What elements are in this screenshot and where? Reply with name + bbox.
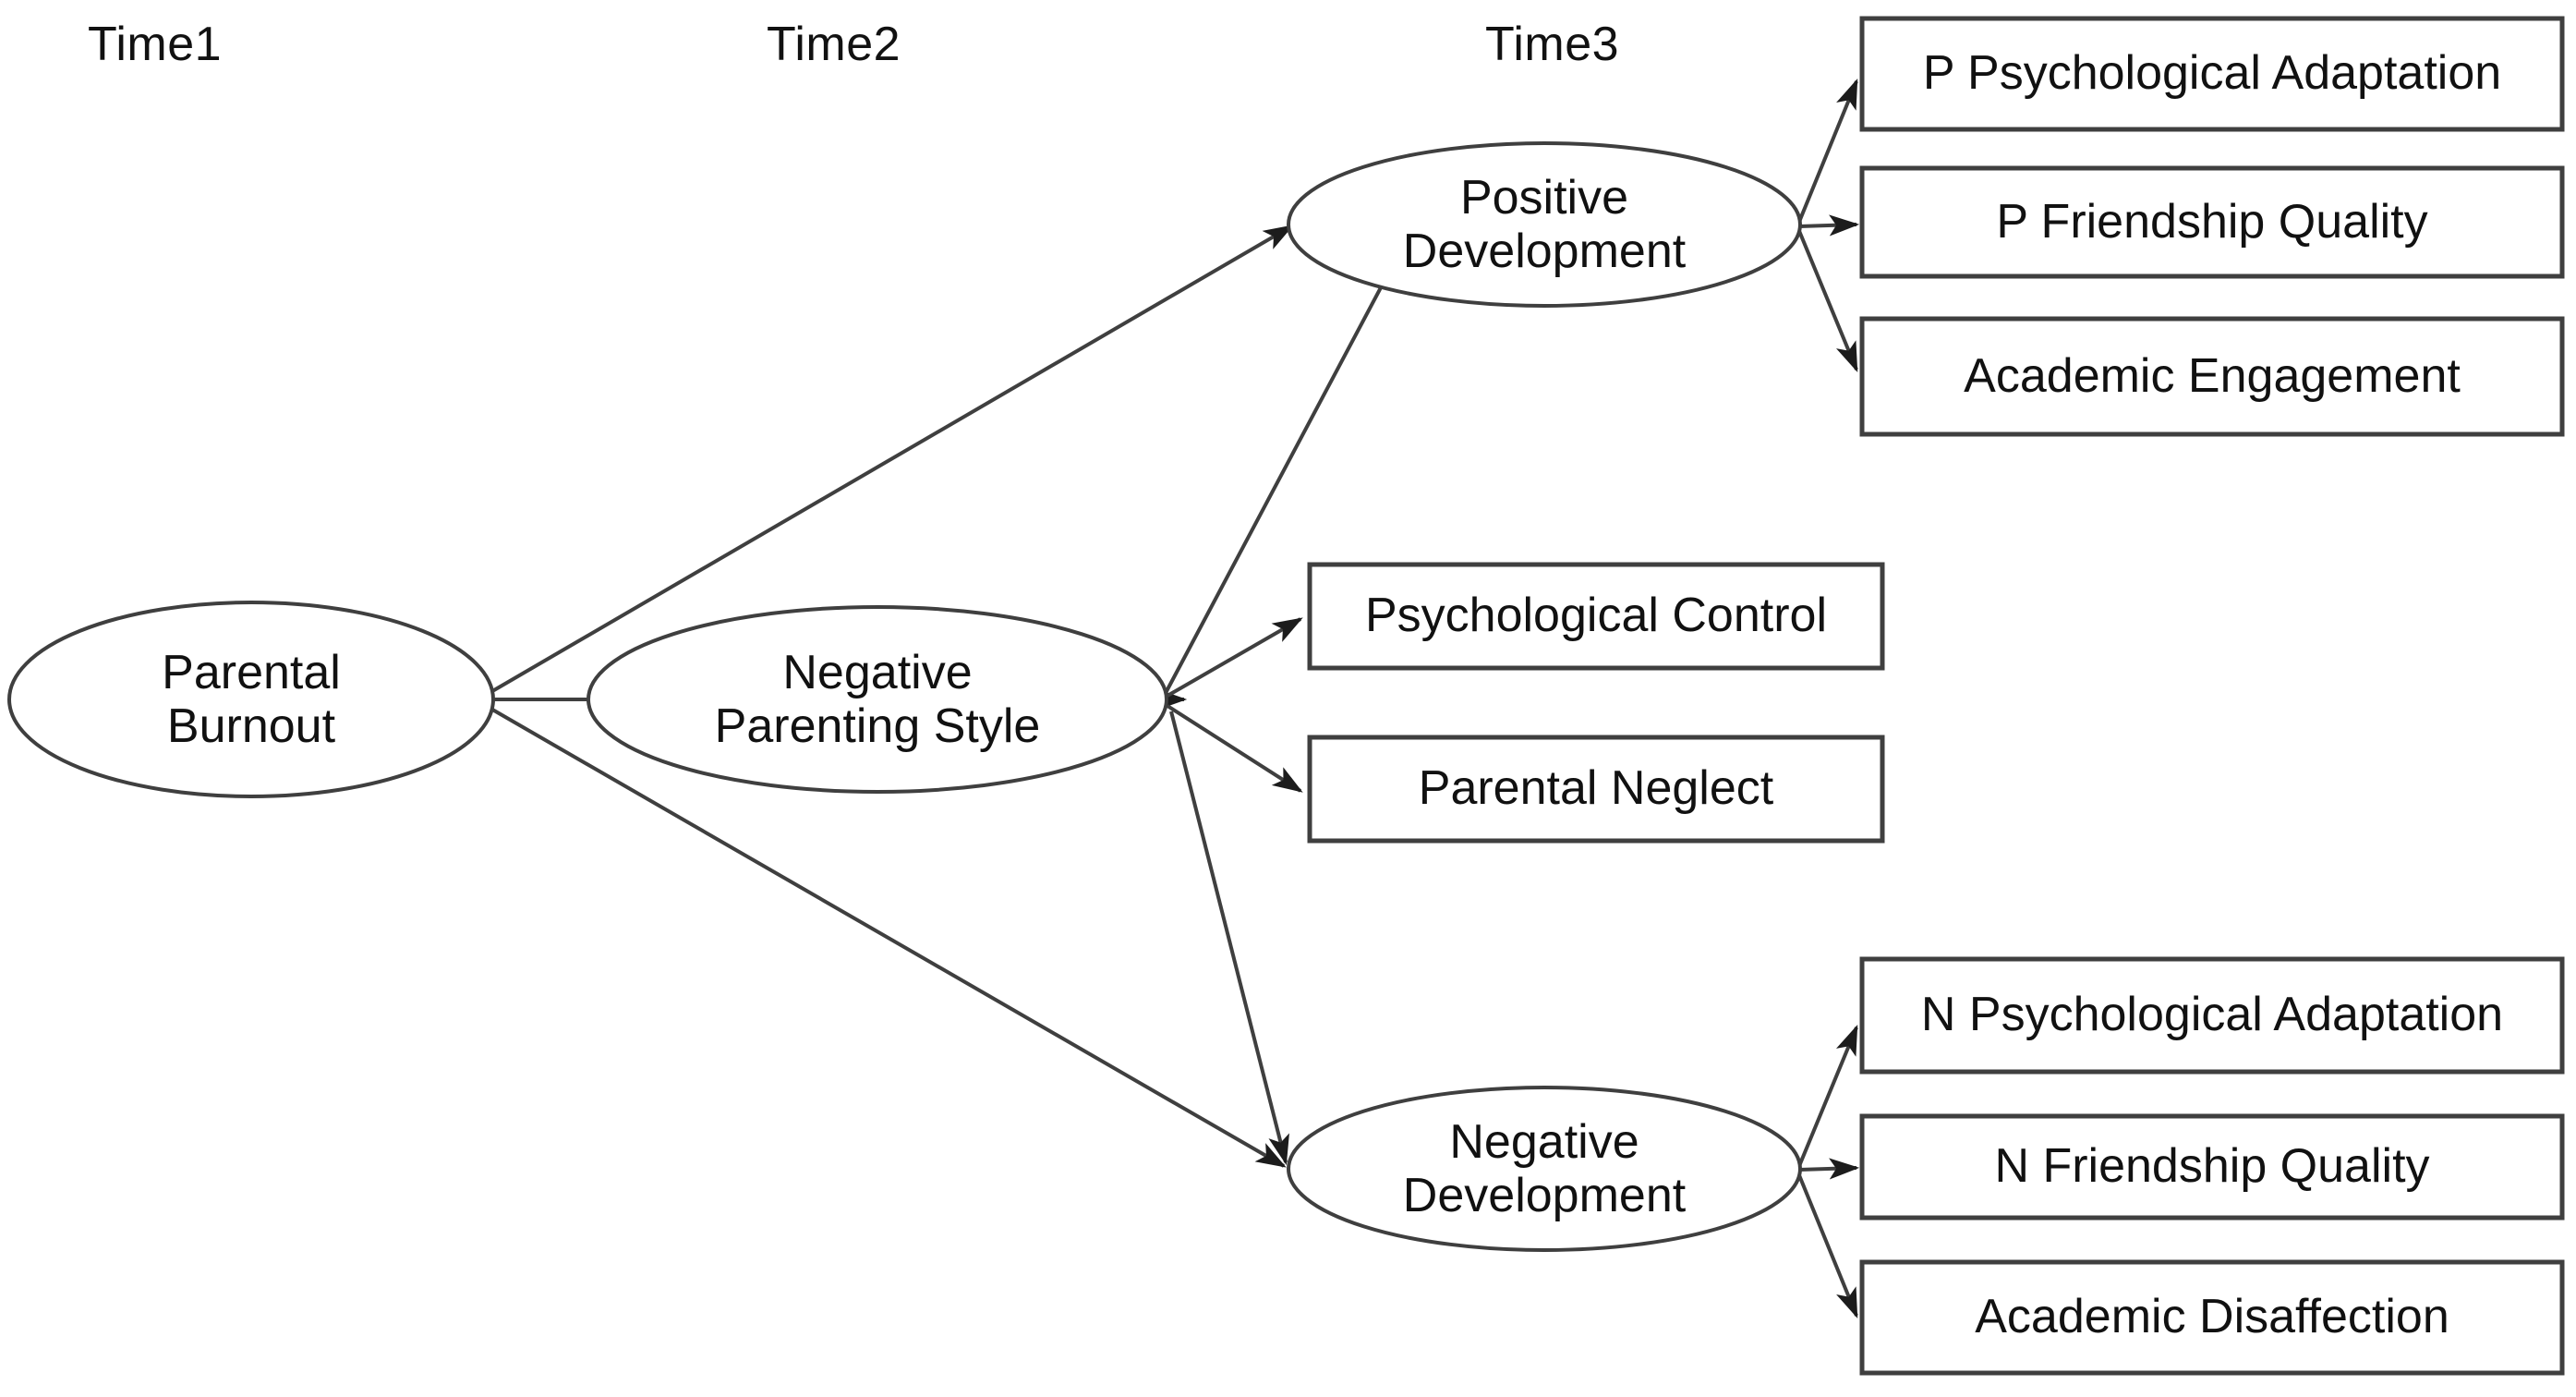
arrow-negative-to-nfriend [1798,1158,1860,1180]
ellipse-negative-parenting-style[interactable] [587,605,1168,794]
arrow-burnout-to-negative [487,705,1287,1168]
box-label-p-friendship-quality: P Friendship Quality [1996,194,2428,249]
box-label-academic-engagement: Academic Engagement [1964,348,2461,403]
arrow-positive-to-padapt [1797,79,1858,223]
time-label-1: Time1 [88,18,223,71]
box-psychological-control[interactable] [1307,562,1885,671]
box-n-psychological-adaptation[interactable] [1859,956,2565,1075]
arrow-parenting-to-control [1167,617,1303,698]
box-label-p-psychological-adaptation: P Psychological Adaptation [1922,46,2502,101]
ellipse-negative-development[interactable] [1287,1086,1802,1252]
arrow-burnout-to-positive [486,225,1294,696]
box-label-n-friendship-quality: N Friendship Quality [1994,1139,2430,1194]
arrow-positive-to-academic [1797,230,1858,372]
arrow-negative-to-nadapt [1797,1025,1858,1167]
arrow-group [486,79,1860,1318]
box-label-academic-disaffection: Academic Disaffection [1975,1290,2449,1344]
box-academic-disaffection[interactable] [1859,1259,2565,1376]
box-label-parental-neglect: Parental Neglect [1418,761,1774,816]
time-label-3: Time3 [1485,18,1620,71]
arrow-positive-to-pfriend [1798,214,1860,237]
box-p-friendship-quality[interactable] [1859,165,2565,279]
box-label-psychological-control: Psychological Control [1364,589,1828,643]
arrow-parenting-to-neglect [1166,704,1303,793]
time-label-2: Time2 [767,18,901,71]
box-n-friendship-quality[interactable] [1859,1113,2565,1221]
ellipse-parental-burnout[interactable] [7,601,495,798]
shape-group [7,16,2565,1376]
box-p-psychological-adaptation[interactable] [1859,16,2565,132]
arrow-parenting-to-negative [1169,711,1289,1166]
arrow-negative-to-disaffect [1797,1174,1858,1318]
box-parental-neglect[interactable] [1307,735,1885,844]
box-academic-engagement[interactable] [1859,316,2565,437]
ellipse-positive-development[interactable] [1287,141,1802,308]
box-label-n-psychological-adaptation: N Psychological Adaptation [1920,988,2504,1042]
